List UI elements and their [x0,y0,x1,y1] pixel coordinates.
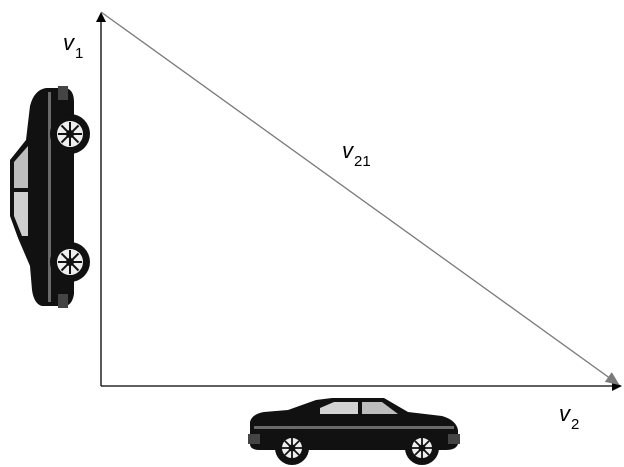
v1-label-symbol: v [63,30,74,55]
v1-label-subscript: 1 [75,45,84,62]
v2-label-symbol: v [559,401,570,426]
v21-label-subscript: 21 [354,153,371,170]
car-vertical-icon [10,86,90,308]
v21-label-symbol: v [342,138,353,163]
car-horizontal-icon [248,398,460,465]
v2-label-subscript: 2 [571,416,580,433]
v21-label: v21 [342,138,371,170]
v1-label: v1 [63,30,83,62]
v2-label: v2 [559,401,579,433]
v21-vector [100,11,620,386]
